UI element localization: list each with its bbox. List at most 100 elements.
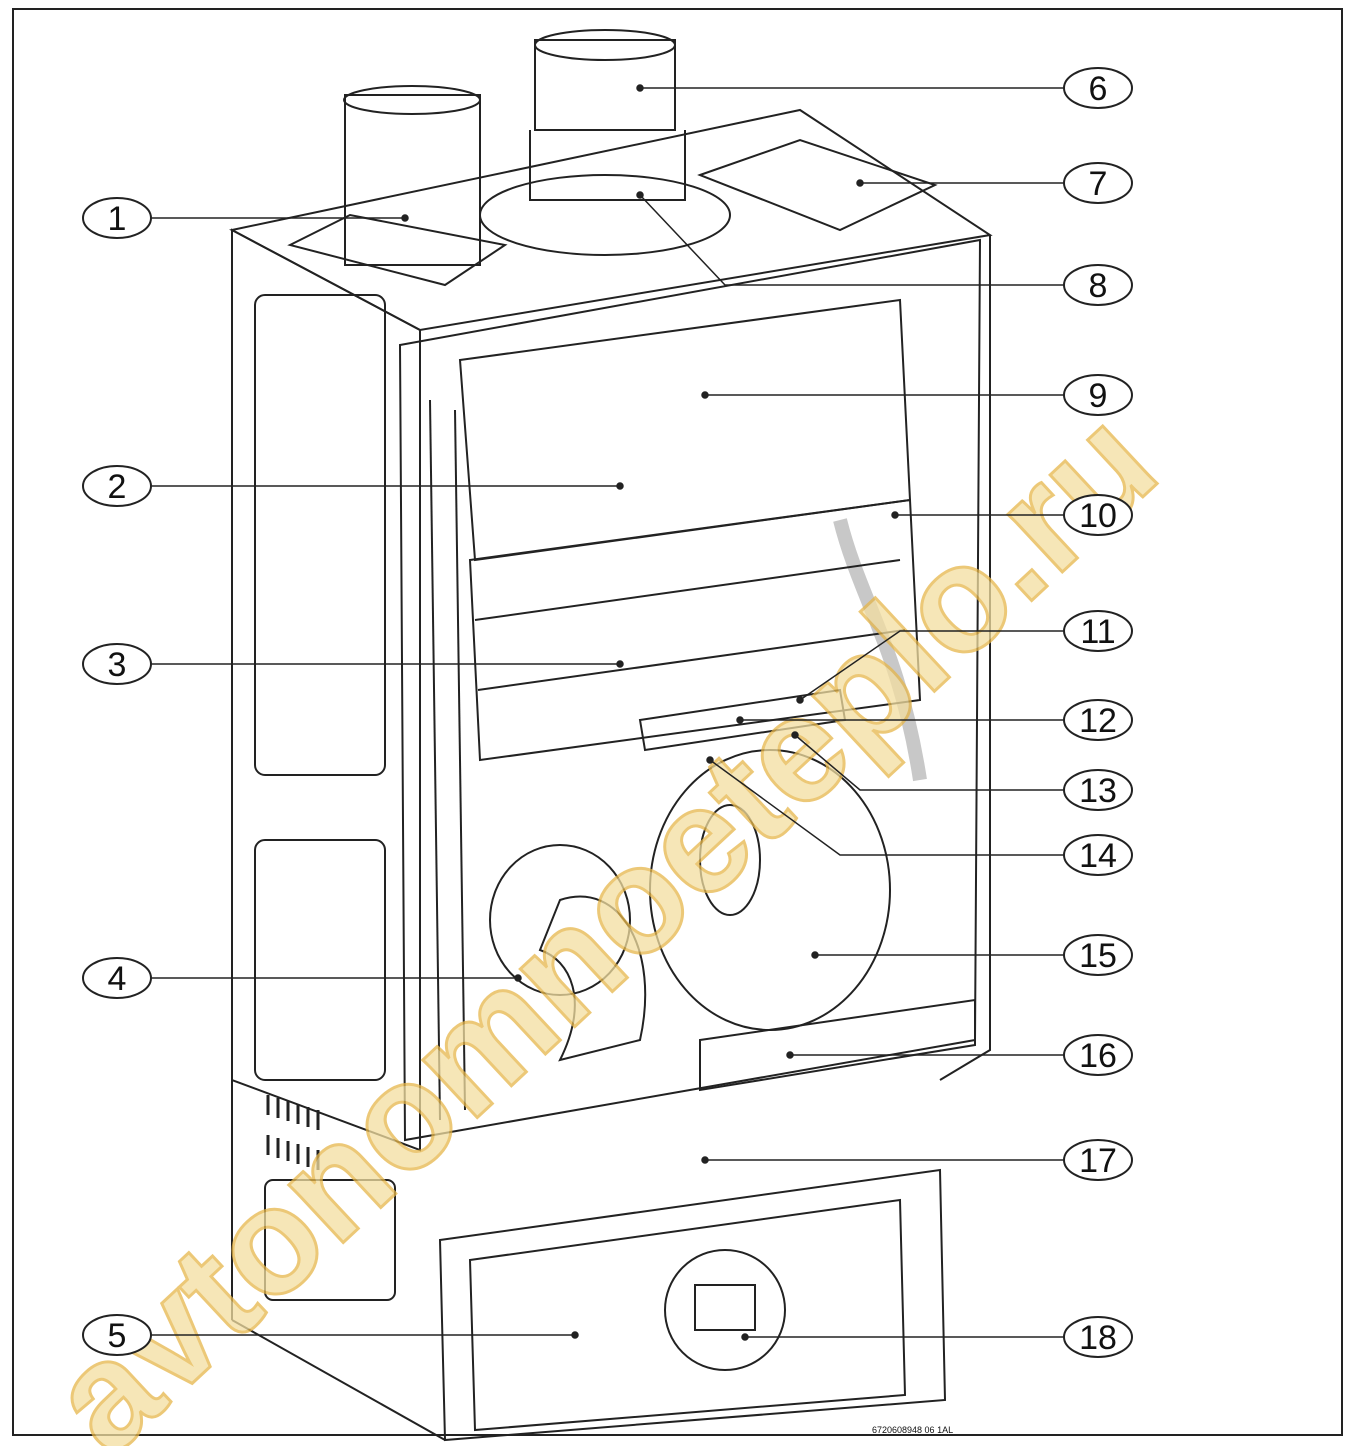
callout-13: 13 xyxy=(1063,769,1133,811)
leader-dot-14 xyxy=(706,756,714,764)
callout-17: 17 xyxy=(1063,1139,1133,1181)
connector-box xyxy=(697,138,938,232)
callout-3: 3 xyxy=(82,643,152,685)
callout-bubble-3 xyxy=(82,643,152,685)
callout-number-12: 12 xyxy=(1079,702,1117,740)
callout-number-3: 3 xyxy=(108,646,127,684)
gas-elbow xyxy=(538,895,647,1062)
callout-number-17: 17 xyxy=(1079,1142,1117,1180)
control-panel xyxy=(468,1198,907,1432)
leader-dot-7 xyxy=(856,179,864,187)
side-cutout-lower xyxy=(254,839,386,1081)
callout-9: 9 xyxy=(1063,374,1133,416)
casing-bottom-edge xyxy=(231,1319,446,1441)
leader-line-11 xyxy=(799,630,1064,701)
callout-bubble-4 xyxy=(82,957,152,999)
callout-bubble-10 xyxy=(1063,494,1133,536)
callout-number-2: 2 xyxy=(108,468,127,506)
callout-number-18: 18 xyxy=(1079,1319,1117,1357)
leader-dot-12 xyxy=(736,716,744,724)
leader-dot-13 xyxy=(791,731,799,739)
display-bezel xyxy=(664,1249,786,1371)
fan-inlet xyxy=(699,804,761,916)
callout-6: 6 xyxy=(1063,67,1133,109)
callout-14: 14 xyxy=(1063,834,1133,876)
callout-number-15: 15 xyxy=(1079,937,1117,975)
callout-bubble-14 xyxy=(1063,834,1133,876)
leader-dot-11 xyxy=(796,696,804,704)
leader-dot-18 xyxy=(741,1333,749,1341)
display-screen xyxy=(694,1284,756,1331)
leader-line-13 xyxy=(794,734,1064,791)
callout-4: 4 xyxy=(82,957,152,999)
control-housing xyxy=(438,1168,947,1442)
callout-number-8: 8 xyxy=(1089,267,1108,305)
watermark-text: avtonomnoeteplo.ru xyxy=(17,377,1186,1446)
flex-hose xyxy=(833,518,927,782)
callout-bubble-6 xyxy=(1063,67,1133,109)
callout-bubble-1 xyxy=(82,197,152,239)
callout-12: 12 xyxy=(1063,699,1133,741)
leader-dot-2 xyxy=(616,482,624,490)
callout-bubble-11 xyxy=(1063,610,1133,652)
callout-bubble-2 xyxy=(82,465,152,507)
callout-bubble-16 xyxy=(1063,1034,1133,1076)
callout-bubble-15 xyxy=(1063,934,1133,976)
callout-number-13: 13 xyxy=(1079,772,1117,810)
callout-number-5: 5 xyxy=(108,1317,127,1355)
callout-1: 1 xyxy=(82,197,152,239)
document-id: 6720608948 06 1AL xyxy=(872,1425,953,1435)
leader-dot-1 xyxy=(401,214,409,222)
callout-number-11: 11 xyxy=(1080,613,1115,651)
side-vents xyxy=(266,1095,320,1170)
callout-bubble-7 xyxy=(1063,162,1133,204)
leader-dot-4 xyxy=(514,974,522,982)
callout-18: 18 xyxy=(1063,1316,1133,1358)
casing-right-edge xyxy=(939,235,991,1081)
callout-bubble-13 xyxy=(1063,769,1133,811)
callout-15: 15 xyxy=(1063,934,1133,976)
leader-dot-17 xyxy=(701,1156,709,1164)
leader-dot-16 xyxy=(786,1051,794,1059)
callout-bubble-12 xyxy=(1063,699,1133,741)
leader-dot-9 xyxy=(701,391,709,399)
callout-bubble-17 xyxy=(1063,1139,1133,1181)
gas-valve-body xyxy=(489,844,631,996)
callout-number-1: 1 xyxy=(108,200,127,238)
heat-exchanger-lower xyxy=(468,498,922,762)
leader-dot-5 xyxy=(571,1331,579,1339)
callout-bubble-8 xyxy=(1063,264,1133,306)
leader-lines xyxy=(151,84,1064,1341)
diagram-frame xyxy=(12,8,1343,1436)
callout-10: 10 xyxy=(1063,494,1133,536)
callout-number-10: 10 xyxy=(1079,497,1117,535)
callout-bubble-9 xyxy=(1063,374,1133,416)
flue-pipe-left xyxy=(344,94,481,266)
callout-bubble-18 xyxy=(1063,1316,1133,1358)
callout-number-16: 16 xyxy=(1079,1037,1117,1075)
leader-dot-8 xyxy=(636,191,644,199)
leader-dot-6 xyxy=(636,84,644,92)
callout-number-7: 7 xyxy=(1089,165,1108,203)
callout-11: 11 xyxy=(1063,610,1133,652)
callout-5: 5 xyxy=(82,1314,152,1356)
flue-pipe-left-top xyxy=(343,85,481,115)
flue-pipe-right-top xyxy=(534,29,676,61)
flue-flange xyxy=(479,174,731,256)
callout-number-14: 14 xyxy=(1079,837,1117,875)
leader-dot-15 xyxy=(811,951,819,959)
callout-number-6: 6 xyxy=(1089,70,1108,108)
leader-dot-3 xyxy=(616,660,624,668)
callout-2: 2 xyxy=(82,465,152,507)
leader-line-8 xyxy=(639,194,1064,286)
flue-pipe-right-upper xyxy=(534,39,676,131)
callout-number-9: 9 xyxy=(1089,377,1108,415)
callout-bubble-5 xyxy=(82,1314,152,1356)
side-lower-cutout xyxy=(264,1179,396,1301)
callout-7: 7 xyxy=(1063,162,1133,204)
flue-pipe-right-cone xyxy=(529,130,686,201)
return-pipe xyxy=(429,399,441,1121)
side-cutout-upper xyxy=(254,294,386,776)
